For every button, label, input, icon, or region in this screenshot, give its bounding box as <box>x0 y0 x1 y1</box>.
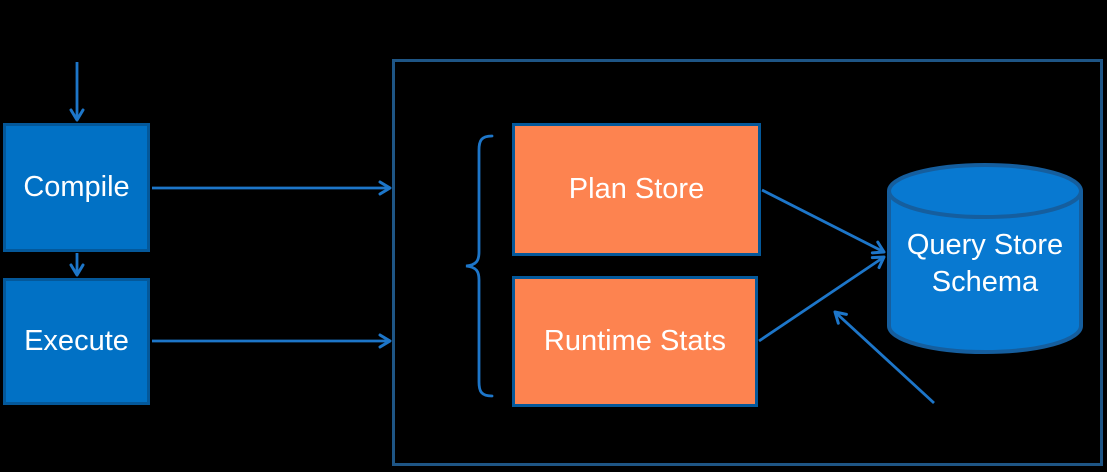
query-store-container-outline <box>392 59 1103 466</box>
group-brace-icon <box>465 134 494 398</box>
arrow-bottomright-up <box>833 310 935 405</box>
arrow-runtimestats-to-schema <box>758 255 886 343</box>
node-runtime-stats: Runtime Stats <box>512 276 758 407</box>
node-execute: Execute <box>3 278 150 405</box>
node-compile: Compile <box>3 123 150 252</box>
node-execute-label: Execute <box>24 325 129 357</box>
database-cylinder-body <box>887 191 1083 354</box>
node-plan-store-label: Plan Store <box>568 173 705 205</box>
arrow-planstore-to-schema <box>761 188 886 255</box>
node-query-store-schema-label: Query Store Schema <box>906 229 1064 298</box>
node-compile-label: Compile <box>23 171 130 203</box>
database-cylinder-top <box>887 163 1083 219</box>
node-plan-store: Plan Store <box>512 123 761 256</box>
node-runtime-stats-label: Runtime Stats <box>543 325 727 357</box>
